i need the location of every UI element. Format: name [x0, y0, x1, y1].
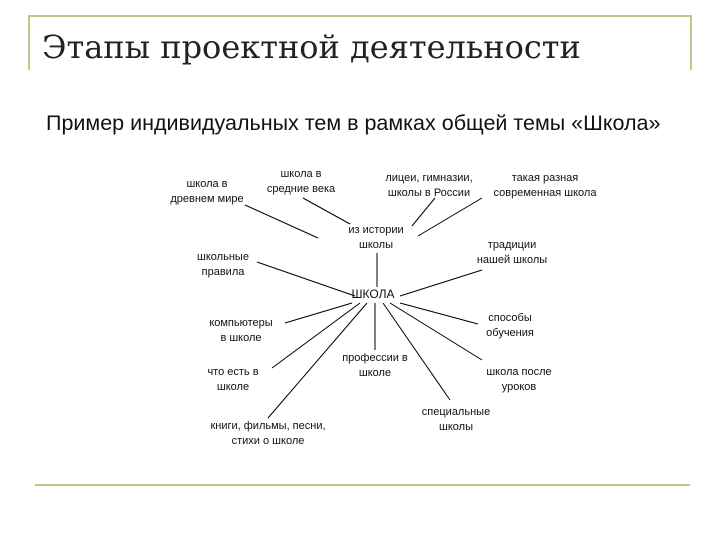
frame-bottom-line [35, 484, 690, 486]
node-lyceums: лицеи, гимназии, школы в России [385, 172, 473, 199]
connector-ancient [244, 204, 319, 239]
node-ancient: школа в древнем мире [170, 178, 244, 205]
slide-title: Этапы проектной деятельности [42, 28, 581, 66]
node-history: из истории школы [348, 224, 404, 251]
node-traditions: традиции нашей школы [476, 239, 548, 266]
node-methods: способы обучения [486, 312, 534, 339]
node-what-is: что есть в школе [207, 366, 259, 393]
node-middle-ages: школа в средние века [266, 168, 336, 195]
node-modern: такая разная современная школа [493, 172, 597, 199]
node-professions: профессии в школе [342, 352, 408, 379]
node-special: специальные школы [421, 406, 491, 433]
node-center-school: ШКОЛА [351, 287, 395, 301]
connector-traditions [399, 269, 483, 297]
slide-subtitle: Пример индивидуальных тем в рамках общей… [46, 111, 661, 135]
node-after-school: школа после уроков [486, 366, 552, 393]
connector-computers [284, 302, 353, 324]
connector-methods [399, 302, 479, 325]
node-computers: компьютеры в школе [209, 317, 273, 344]
node-media: книги, фильмы, песни, стихи о школе [210, 420, 326, 447]
frame-top-line [28, 15, 692, 17]
connector-lyceums [411, 197, 436, 227]
frame-left-line [28, 15, 30, 70]
connector-middle-ages [302, 197, 351, 225]
node-rules: школьные правила [197, 251, 249, 278]
frame-right-line [690, 15, 692, 70]
connector-modern [417, 197, 483, 237]
